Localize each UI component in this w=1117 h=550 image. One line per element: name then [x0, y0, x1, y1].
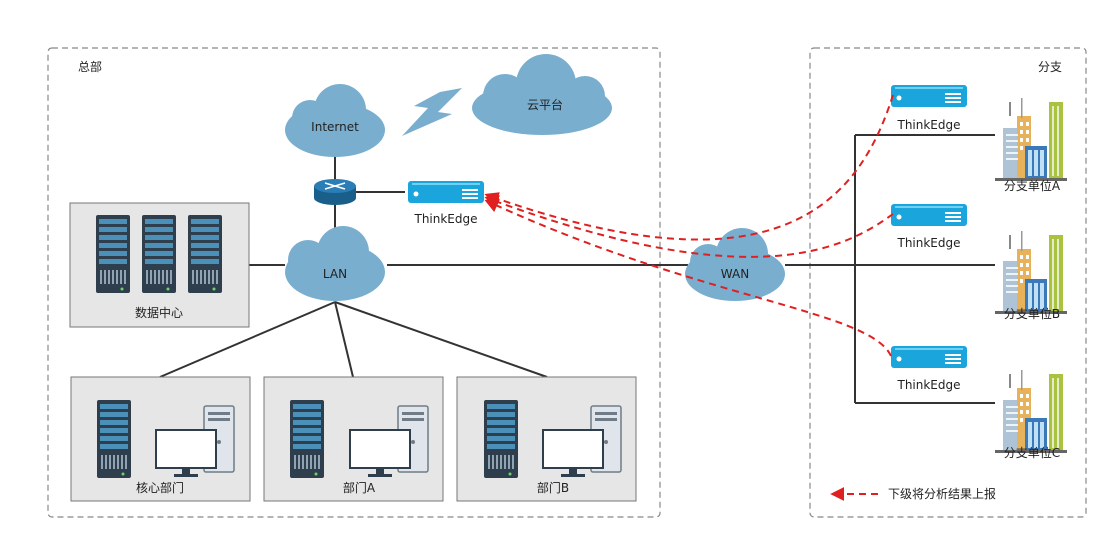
internet-label: Internet	[311, 120, 359, 134]
hq-region-label: 总部	[78, 59, 102, 74]
branch-region-label: 分支	[1038, 60, 1062, 74]
branch-unit-c-label: 分支单位C	[1004, 445, 1060, 460]
branch-unit-c: 分支单位C	[995, 370, 1067, 460]
wan-label: WAN	[721, 267, 749, 281]
branch-thinkedge-b-device: ThinkEdge	[891, 204, 967, 250]
lan-label: LAN	[323, 267, 347, 281]
dept-a-box: 部门A	[263, 376, 444, 502]
lightning-icon	[402, 88, 462, 136]
dept-a-label: 部门A	[343, 480, 376, 495]
datacenter-box: 数据中心	[69, 202, 250, 328]
report-arrow-c	[484, 199, 892, 357]
branch-region-frame	[809, 47, 1087, 518]
core-dept-box: 核心部门	[70, 376, 251, 502]
cloud-platform-label: 云平台	[527, 97, 563, 112]
internet-cloud: Internet	[285, 84, 385, 157]
hq-region-frame	[47, 47, 661, 518]
branch-unit-b: 分支单位B	[995, 231, 1067, 321]
router-icon	[314, 179, 356, 205]
datacenter-label: 数据中心	[135, 305, 183, 320]
cloud-platform-cloud: 云平台	[472, 54, 612, 135]
report-arrow-a	[484, 94, 894, 241]
branch-unit-a-label: 分支单位A	[1004, 178, 1061, 193]
branch-thinkedge-c-label: ThinkEdge	[896, 378, 960, 392]
legend-label: 下级将分析结果上报	[888, 486, 996, 501]
legend: 下级将分析结果上报	[830, 486, 996, 501]
dept-b-box: 部门B	[456, 376, 637, 502]
core-dept-label: 核心部门	[136, 480, 184, 495]
connection-lines	[159, 134, 995, 404]
report-arrow-b	[484, 195, 894, 258]
branch-thinkedge-c-device: ThinkEdge	[891, 346, 967, 392]
hq-thinkedge-device: ThinkEdge	[408, 181, 484, 226]
branch-unit-a: 分支单位A	[995, 98, 1067, 193]
hq-thinkedge-label: ThinkEdge	[413, 212, 477, 226]
branch-thinkedge-a-label: ThinkEdge	[896, 118, 960, 132]
lan-cloud: LAN	[285, 226, 385, 301]
wan-cloud: WAN	[685, 228, 785, 301]
branch-unit-b-label: 分支单位B	[1004, 306, 1060, 321]
branch-thinkedge-a-device: ThinkEdge	[891, 85, 967, 132]
dept-b-label: 部门B	[537, 480, 569, 495]
branch-thinkedge-b-label: ThinkEdge	[896, 236, 960, 250]
